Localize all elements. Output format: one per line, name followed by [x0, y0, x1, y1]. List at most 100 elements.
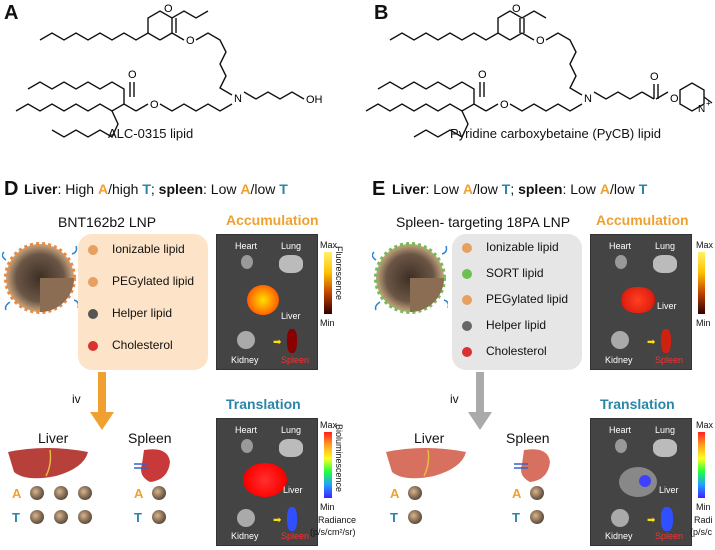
d-liver-label: Liver	[38, 430, 69, 446]
e-acc-heart-label: Heart	[609, 241, 632, 251]
d-liver-row-a: A	[12, 486, 22, 501]
d-legend-box: Ionizable lipid PEGylated lipid Helper l…	[78, 234, 208, 370]
e-tr-liver-signal	[639, 475, 651, 487]
d-acc-spleen-signal	[287, 329, 297, 353]
e-tr-lung-label: Lung	[655, 425, 676, 435]
pycb-o3: O	[478, 69, 487, 81]
e-legend-item: PEGylated lipid	[486, 292, 569, 306]
e-acc-spleen-label: Spleen	[655, 355, 684, 365]
d-acc-kidney	[237, 331, 255, 349]
d-legend-item: PEGylated lipid	[112, 274, 195, 288]
e-translation-title: Translation	[600, 396, 675, 412]
e-fluorescence-scale	[698, 252, 705, 314]
e-acc-kidney-label: Kidney	[605, 355, 633, 365]
d-acc-heart-label: Heart	[235, 241, 258, 251]
e-ionizable-lipid-icon	[462, 243, 472, 253]
d-iv-arrow-icon	[90, 372, 114, 430]
d-spleen-row-t: T	[134, 510, 142, 525]
d-peg-lipid-icon	[88, 277, 98, 287]
e-legend-item: Cholesterol	[486, 344, 547, 358]
panel-a-caption: ALC-0315 lipid	[108, 126, 194, 141]
e-tr-lung	[653, 439, 677, 457]
d-acc-liver-signal	[247, 285, 279, 315]
e-biolum-min: Min	[696, 502, 711, 512]
d-lnp-icon	[78, 510, 92, 524]
e-lnp-icon	[530, 510, 544, 524]
d-fluor-max: Max	[320, 240, 338, 250]
e-tr-kidney-label: Kidney	[605, 531, 633, 541]
e-iv-label: iv	[450, 392, 459, 406]
d-fluor-min: Min	[320, 318, 335, 328]
pycb-structure: O O O O O O N N +	[365, 3, 713, 138]
panel-b-caption: Pyridine carboxybetaine (PyCB) lipid	[450, 126, 661, 141]
alc0315-structure: O O O O N OH	[15, 3, 323, 138]
d-tr-spleen-signal	[287, 507, 297, 531]
e-lnp-icon	[530, 486, 544, 500]
alc-o3: O	[128, 69, 137, 81]
e-tr-spleen-signal	[661, 507, 673, 531]
e-lnp-icon	[408, 486, 422, 500]
d-spleen-icon	[134, 449, 170, 482]
d-tr-kidney	[237, 509, 255, 527]
d-radiance-unit: (p/s/cm²/sr)	[310, 527, 356, 537]
d-translation-image: Heart Lung Liver ➡ Kidney Spleen	[216, 418, 318, 546]
d-fluor-label: Fluorescence	[334, 246, 344, 301]
d-liver-icon	[8, 448, 88, 479]
d-lnp-particle-icon	[2, 242, 78, 314]
d-tr-lung	[279, 439, 303, 457]
e-lnp-title: Spleen- targeting 18PA LNP	[396, 214, 571, 230]
pycb-plus: +	[706, 99, 711, 108]
e-spleen-label: Spleen	[506, 430, 550, 446]
d-biolum-max: Max	[320, 420, 338, 430]
e-tr-heart	[615, 439, 627, 453]
e-iv-arrow-icon	[468, 372, 492, 430]
panel-a-label: A	[4, 2, 19, 24]
alc-n: N	[234, 93, 242, 105]
d-bioluminescence-scale	[324, 432, 332, 498]
panel-e-heading: Liver: Low A/low T; spleen: Low A/low T	[392, 181, 648, 197]
e-fluor-max: Max	[696, 240, 714, 250]
e-legend-box: Ionizable lipid SORT lipid PEGylated lip…	[452, 234, 582, 370]
pycb-o5: O	[650, 71, 659, 83]
e-acc-kidney	[611, 331, 629, 349]
e-accumulation-title: Accumulation	[596, 212, 689, 228]
d-legend-item: Cholesterol	[112, 338, 173, 352]
e-radiance-unit: (p/s/c	[690, 527, 713, 537]
e-spleen-icon	[514, 449, 550, 482]
e-acc-heart	[615, 255, 627, 269]
d-translation-title: Translation	[226, 396, 301, 412]
d-tr-liver-signal	[243, 463, 287, 497]
panel-e-label: E	[372, 178, 386, 200]
e-acc-liver-signal	[621, 287, 655, 313]
d-tr-spleen-label: Spleen	[281, 531, 310, 541]
e-spleen-row-a: A	[512, 486, 522, 501]
e-cholesterol-icon	[462, 347, 472, 357]
e-legend-item: Helper lipid	[486, 318, 547, 332]
d-lnp-icon	[152, 486, 166, 500]
e-acc-liver-label: Liver	[657, 301, 677, 311]
d-fluorescence-scale	[324, 252, 332, 314]
d-spleen-label: Spleen	[128, 430, 172, 446]
e-lnp-icon	[408, 510, 422, 524]
d-acc-kidney-label: Kidney	[231, 355, 259, 365]
e-translation-image: Heart Lung Liver ➡ Kidney Spleen	[590, 418, 692, 546]
alc-o1: O	[164, 3, 173, 15]
e-spleen-row-t: T	[512, 510, 520, 525]
e-liver-row-t: T	[390, 510, 398, 525]
d-acc-liver-label: Liver	[281, 311, 301, 321]
alc-o2: O	[186, 35, 195, 47]
e-accumulation-image: Heart Lung Liver ➡ Kidney Spleen	[590, 234, 692, 370]
pycb-o4: O	[500, 99, 509, 111]
e-tr-kidney	[611, 509, 629, 527]
e-liver-icon	[386, 448, 466, 479]
d-lnp-icon	[30, 486, 44, 500]
e-acc-arrow-icon: ➡	[647, 337, 656, 348]
e-biolum-max: Max	[696, 420, 714, 430]
d-liver-row-t: T	[12, 510, 20, 525]
d-legend-item: Ionizable lipid	[112, 242, 185, 256]
e-helper-lipid-icon	[462, 321, 472, 331]
pycb-o2: O	[536, 35, 545, 47]
e-tr-liver	[619, 467, 657, 497]
d-tr-liver-label: Liver	[283, 485, 303, 495]
e-legend-item: Ionizable lipid	[486, 240, 559, 254]
